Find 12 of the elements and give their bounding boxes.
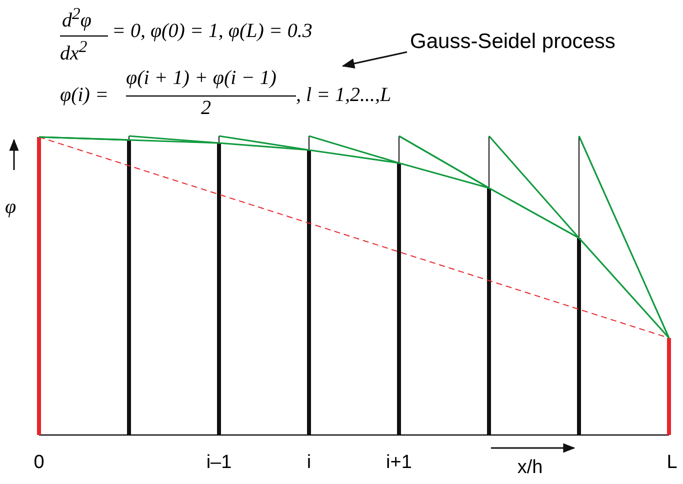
tick-label: 0 [34,452,44,474]
axis-label: φ [5,196,16,219]
equation: = 0, φ(0) = 1, φ(L) = 0.3 [112,20,312,43]
tick-label: L [666,452,678,474]
axis-label: x/h [517,457,543,479]
annotation-text: Gauss-Seidel process [410,30,680,58]
leader-arrow [342,51,408,69]
tick-label: i–1 [206,452,232,474]
tick-label: i+1 [386,452,412,474]
math-expression: d$^{2}$φ [62,4,92,33]
math-expression: dx$^{2}$ [60,37,88,66]
tick-label: i [306,452,312,474]
